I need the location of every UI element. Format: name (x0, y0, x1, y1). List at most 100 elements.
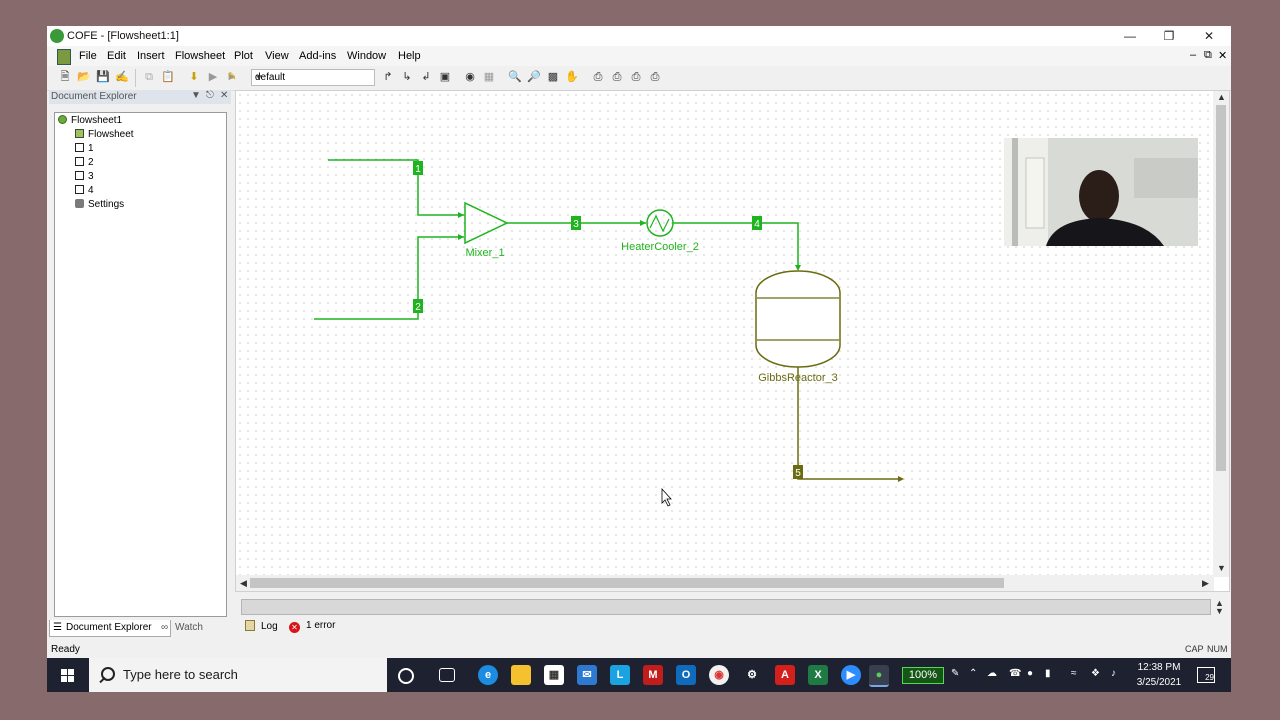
frame-icon[interactable]: ▣ (439, 71, 451, 83)
scroll-left-icon[interactable]: ◀ (240, 578, 247, 588)
join-stream-icon[interactable]: ↲ (421, 71, 431, 83)
pan-hand-icon[interactable]: ✋ (565, 71, 579, 83)
pen-icon[interactable]: ✎ (951, 668, 960, 679)
edge-icon[interactable]: e (478, 665, 498, 685)
outlook-icon[interactable]: O (676, 665, 696, 685)
mdi-minimize-icon[interactable]: – (1190, 49, 1197, 61)
zoom-level[interactable]: 100% (902, 667, 944, 684)
wifi-icon[interactable]: ≈ (1071, 668, 1077, 679)
menu-view[interactable]: View (265, 50, 289, 62)
tab-watch[interactable]: ∞ Watch (159, 620, 235, 636)
save-icon[interactable]: 💾 (96, 71, 110, 83)
restore-icon[interactable]: ❐ (1163, 29, 1175, 43)
menu-plot[interactable]: Plot (234, 50, 253, 62)
mcafee-icon[interactable]: M (643, 665, 663, 685)
mixer-icon[interactable] (464, 201, 509, 245)
menu-edit[interactable]: Edit (107, 50, 126, 62)
stream-4-line[interactable] (673, 222, 799, 269)
zoom-fit-icon[interactable]: ▩ (547, 71, 559, 83)
run-icon[interactable]: ▶ (208, 71, 218, 83)
scroll-down-icon[interactable]: ▼ (1217, 563, 1226, 573)
new-icon[interactable]: 🗎 (60, 71, 70, 83)
scroll-right-icon[interactable]: ▶ (1202, 578, 1209, 588)
cortana-icon[interactable] (398, 668, 414, 684)
close-icon[interactable]: ✕ (1203, 29, 1215, 43)
print-preview-icon[interactable]: ⎙ (612, 71, 622, 83)
step-icon[interactable]: ► (226, 71, 238, 83)
acrobat-icon[interactable]: A (775, 665, 795, 685)
menu-window[interactable]: Window (347, 50, 387, 62)
tree-item-stream-4[interactable]: 4 (75, 185, 94, 196)
explorer-close-icon[interactable]: ✕ (220, 90, 229, 101)
scroll-up-icon[interactable]: ▲ (1217, 92, 1226, 102)
mdi-restore-icon[interactable]: ⧉ (1204, 49, 1212, 61)
stream-1-line[interactable] (328, 159, 464, 216)
chevron-down-icon[interactable]: ▼ (255, 73, 263, 82)
windows-start-button[interactable] (47, 658, 89, 692)
split-stream-icon[interactable]: ↳ (402, 71, 412, 83)
system-clock[interactable]: 12:38 PM 3/25/2021 (1135, 660, 1183, 690)
mail-icon[interactable]: ✉ (577, 665, 597, 685)
open-icon[interactable]: 📂 (77, 71, 91, 83)
tab-errors[interactable]: ✕1 error (289, 620, 335, 633)
settings-gear-icon[interactable]: ⚙ (747, 669, 757, 681)
stream-4-tag[interactable] (752, 216, 762, 230)
print-all-icon[interactable]: ⎙ (650, 71, 660, 83)
heater-cooler-icon[interactable] (646, 209, 674, 237)
onedrive-icon[interactable]: ☁ (987, 668, 997, 679)
lync-icon[interactable]: L (610, 665, 630, 685)
tree-item-settings[interactable]: Settings (75, 199, 124, 210)
print-setup-icon[interactable]: ⎙ (631, 71, 641, 83)
microphone-icon[interactable]: ● (1027, 668, 1034, 679)
output-scroll-down-icon[interactable]: ▼ (1215, 606, 1224, 616)
grid-icon[interactable]: ▦ (483, 71, 495, 83)
minimize-icon[interactable]: — (1124, 29, 1136, 43)
volume-icon[interactable]: ♪ (1111, 668, 1116, 679)
layout-combo[interactable]: default ▼ (251, 69, 375, 86)
menu-file[interactable]: File (79, 50, 97, 62)
excel-icon[interactable]: X (808, 665, 828, 685)
meet-now-icon[interactable]: ☎ (1009, 668, 1022, 679)
cofe-taskbar-icon[interactable]: ● (869, 665, 889, 687)
stream-5-tag[interactable] (793, 465, 803, 479)
stream-2-line[interactable] (314, 236, 464, 320)
dropbox-icon[interactable]: ❖ (1091, 668, 1100, 679)
vertical-scroll-thumb[interactable] (1216, 105, 1226, 471)
tree-item-stream-1[interactable]: 1 (75, 143, 94, 154)
erase-icon[interactable]: ✎ (227, 71, 237, 83)
paste-icon[interactable]: 📋 (161, 71, 175, 83)
document-icon[interactable] (57, 49, 71, 65)
tree-item-stream-3[interactable]: 3 (75, 171, 94, 182)
horizontal-scroll-thumb[interactable] (250, 578, 1004, 588)
menu-insert[interactable]: Insert (137, 50, 165, 62)
pin-icon[interactable]: ⎋ (206, 90, 214, 101)
menu-addins[interactable]: Add-ins (299, 50, 337, 62)
tab-document-explorer[interactable]: ☰ Document Explorer (49, 620, 171, 637)
output-text-area[interactable] (241, 599, 1211, 615)
file-explorer-icon[interactable] (511, 665, 531, 685)
copy-icon[interactable]: ⧉ (145, 71, 153, 83)
tree-item-flowsheet1[interactable]: Flowsheet1 (58, 115, 122, 126)
menu-help[interactable]: Help (398, 50, 421, 62)
chrome-icon[interactable]: ◉ (709, 665, 729, 685)
center-icon[interactable]: ◉ (465, 71, 475, 83)
horizontal-scrollbar[interactable]: ◀ ▶ (236, 575, 1214, 591)
task-view-icon[interactable] (439, 668, 455, 682)
save-all-icon[interactable]: ✍ (115, 71, 129, 83)
zoom-out-icon[interactable]: 🔎 (527, 71, 541, 83)
zoom-in-icon[interactable]: 🔍 (508, 71, 522, 83)
stream-2-tag[interactable] (413, 299, 423, 313)
store-icon[interactable]: ▦ (544, 665, 564, 685)
vertical-scrollbar[interactable]: ▲ ▼ (1213, 91, 1229, 577)
mdi-close-icon[interactable]: ✕ (1218, 50, 1228, 62)
print-icon[interactable]: ⎙ (593, 71, 603, 83)
chevron-up-icon[interactable]: ⌃ (969, 668, 978, 679)
tree-item-stream-2[interactable]: 2 (75, 157, 94, 168)
import-icon[interactable]: ⬇ (189, 71, 199, 83)
battery-icon[interactable]: ▮ (1045, 668, 1051, 679)
output-scroll-up-icon[interactable]: ▲ (1215, 598, 1224, 608)
tab-log[interactable]: Log (245, 620, 278, 632)
stream-1-tag[interactable] (413, 161, 423, 175)
notifications-icon[interactable]: 29 (1197, 667, 1215, 683)
zoom-icon[interactable]: ▶ (841, 665, 861, 685)
